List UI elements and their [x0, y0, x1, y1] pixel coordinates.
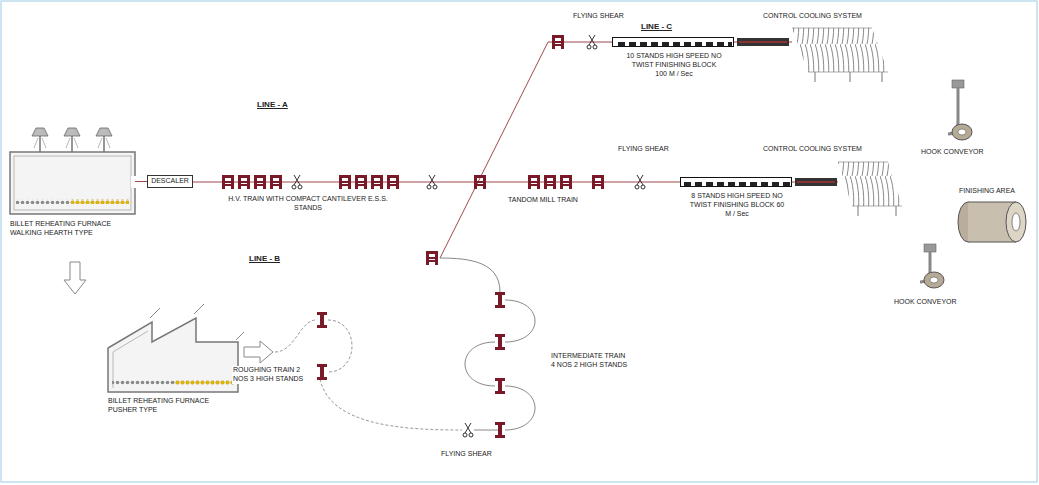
equipment-label: FLYING SHEAR: [572, 12, 625, 21]
equipment-caption: BILLET REHEATING FURNACE WALKING HEARTH …: [10, 220, 128, 238]
finishing-block: 8 STANDS HIGH SPEED NO TWIST FINISHING B…: [680, 177, 792, 187]
rolling-line-connector: [135, 181, 147, 182]
equipment-label: FLYING SHEAR: [440, 450, 493, 459]
equipment-label: FLYING SHEAR: [617, 145, 670, 154]
equipment-label: CONTROL COOLING SYSTEM: [762, 12, 863, 21]
furnace-unit: BILLET REHEATING FURNACE PUSHER TYPE: [108, 318, 238, 392]
coil-symbol: [958, 202, 1026, 242]
flying-shear-symbol: [292, 35, 645, 437]
box-text: DESCALER: [151, 177, 189, 186]
train-label: ROUGHING TRAIN 2 NOS 3 HIGH STANDS: [232, 366, 312, 384]
line-label: LINE - C: [640, 22, 673, 32]
block-stands: [614, 38, 732, 46]
equipment-caption: 10 STANDS HIGH SPEED NO TWIST FINISHING …: [626, 52, 722, 78]
line-label: LINE - B: [248, 254, 281, 264]
hook-conveyor-symbol: [920, 80, 972, 288]
equipment-label: HOOK CONVEYOR: [920, 148, 985, 157]
furnace-unit: BILLET REHEATING FURNACE WALKING HEARTH …: [10, 152, 135, 214]
block-stands: [682, 178, 790, 186]
train-label: H.V. TRAIN WITH COMPACT CANTILEVER E.S.S…: [222, 195, 394, 213]
transfer-arrow: [64, 262, 86, 294]
cooling-conveyor: [792, 28, 902, 216]
finishing-block: 10 STANDS HIGH SPEED NO TWIST FINISHING …: [612, 37, 734, 47]
equipment-label: HOOK CONVEYOR: [893, 298, 958, 307]
loop-line: [440, 258, 535, 430]
train-label: TANDOM MILL TRAIN: [507, 196, 579, 205]
mill-stands: [222, 35, 604, 438]
charge-arrow: [244, 341, 273, 363]
rolling-line: [192, 42, 838, 258]
equipment-label: CONTROL COOLING SYSTEM: [762, 145, 863, 154]
equipment-caption: BILLET REHEATING FURNACE PUSHER TYPE: [108, 397, 226, 415]
equipment-caption: 8 STANDS HIGH SPEED NO TWIST FINISHING B…: [689, 192, 785, 218]
line-label: LINE - A: [256, 100, 289, 110]
descaler-box: DESCALER: [147, 175, 193, 188]
train-label: INTERMEDIATE TRAIN 4 NOS 2 HIGH STANDS: [550, 352, 632, 370]
area-label: FINISHING AREA: [958, 187, 1016, 196]
pusher-furnace: [108, 304, 244, 392]
walking-hearth-furnace: [10, 128, 138, 214]
